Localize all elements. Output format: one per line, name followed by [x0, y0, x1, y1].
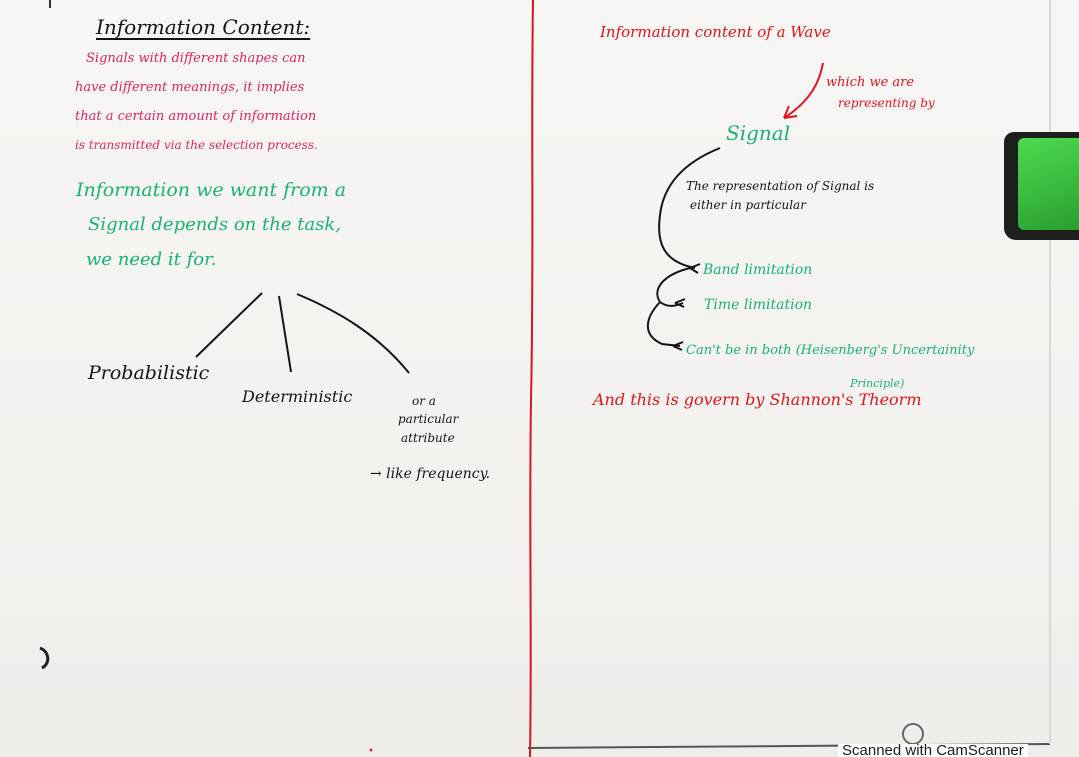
green-line-1: Information we want from a — [76, 179, 347, 201]
attribute-line-3: attribute — [401, 431, 455, 445]
center-margin-line — [529, 0, 534, 757]
time-limitation: Time limitation — [704, 297, 813, 313]
red-line-1: Signals with different shapes can — [86, 51, 306, 66]
green-line-3: we need it for. — [86, 249, 217, 270]
scanner-watermark: Scanned with CamScanner — [838, 744, 1028, 757]
red-line-4: is transmitted via the selection process… — [75, 138, 318, 152]
arrowhead-both — [672, 341, 684, 351]
arrow-to-signal — [783, 62, 824, 119]
binder-mark — [39, 646, 50, 670]
branch-deterministic — [278, 295, 292, 373]
both-line-2: Principle) — [850, 377, 905, 390]
arrow-head-signal — [783, 105, 798, 119]
conclusion-line: And this is govern by Shannon's Theorm — [593, 390, 922, 409]
frequency-note: → like frequency. — [370, 466, 491, 482]
device-screen — [1018, 138, 1079, 230]
attribute-line-1: or a — [412, 394, 436, 408]
attribute-line-2: particular — [398, 412, 459, 426]
red-line-3: that a certain amount of information — [75, 109, 317, 124]
brace-time — [646, 301, 681, 347]
branch-probabilistic — [195, 292, 263, 358]
branch-attribute — [296, 293, 410, 374]
handheld-device-photo — [1004, 132, 1079, 240]
note-line-1: which we are — [826, 75, 915, 90]
representation-line-1: The representation of Signal is — [686, 179, 875, 193]
left-title: Information Content: — [96, 15, 311, 39]
arrowhead-time — [674, 298, 686, 308]
band-limitation: Band limitation — [703, 262, 813, 278]
green-line-2: Signal depends on the task, — [88, 214, 342, 235]
red-line-2: have different meanings, it implies — [75, 80, 305, 95]
arrowhead-band — [689, 263, 701, 274]
representation-line-2: either in particular — [690, 198, 806, 212]
brace-band — [656, 267, 691, 307]
probabilistic-label: Probabilistic — [88, 362, 210, 384]
note-line-2: representing by — [838, 96, 935, 110]
signal-label: Signal — [726, 121, 791, 145]
deterministic-label: Deterministic — [242, 387, 353, 406]
right-title: Information content of a Wave — [600, 23, 831, 41]
both-line-1: Can't be in both (Heisenberg's Uncertain… — [686, 343, 975, 358]
brace-representation — [658, 147, 721, 269]
page-ring-mark — [902, 723, 924, 745]
ink-dot — [369, 748, 373, 752]
